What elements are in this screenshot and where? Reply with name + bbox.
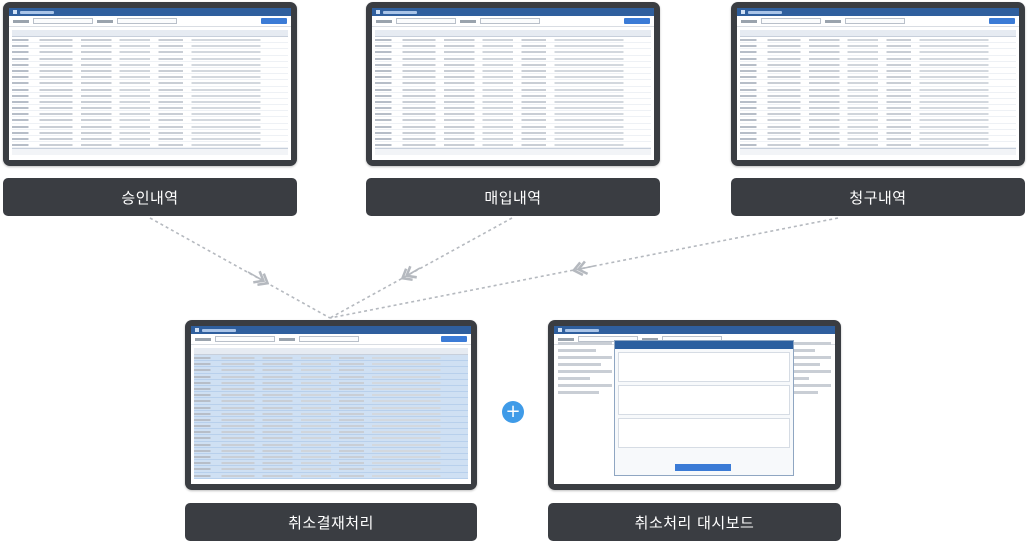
billing-screen-thumbnail <box>731 2 1025 166</box>
approval-screen-thumbnail <box>3 2 297 166</box>
connector-purchase-arrow <box>408 268 421 275</box>
label-cancel-dashboard: 취소처리 대시보드 <box>548 503 841 541</box>
label-cancel-processing: 취소결재처리 <box>185 503 477 541</box>
label-billing: 청구내역 <box>731 178 1025 216</box>
purchase-screen-thumbnail <box>366 2 660 166</box>
connector-approval-arrow <box>247 272 262 280</box>
plus-icon: + <box>502 401 524 423</box>
connector-approval <box>149 217 331 319</box>
label-purchase: 매입내역 <box>366 178 660 216</box>
connector-billing-arrow <box>580 266 595 269</box>
connector-purchase <box>329 217 513 319</box>
label-approval: 승인내역 <box>3 178 297 216</box>
cancel-dashboard-screen-thumbnail <box>548 320 841 490</box>
connector-billing <box>329 217 839 319</box>
cancel-processing-screen-thumbnail <box>185 320 477 490</box>
